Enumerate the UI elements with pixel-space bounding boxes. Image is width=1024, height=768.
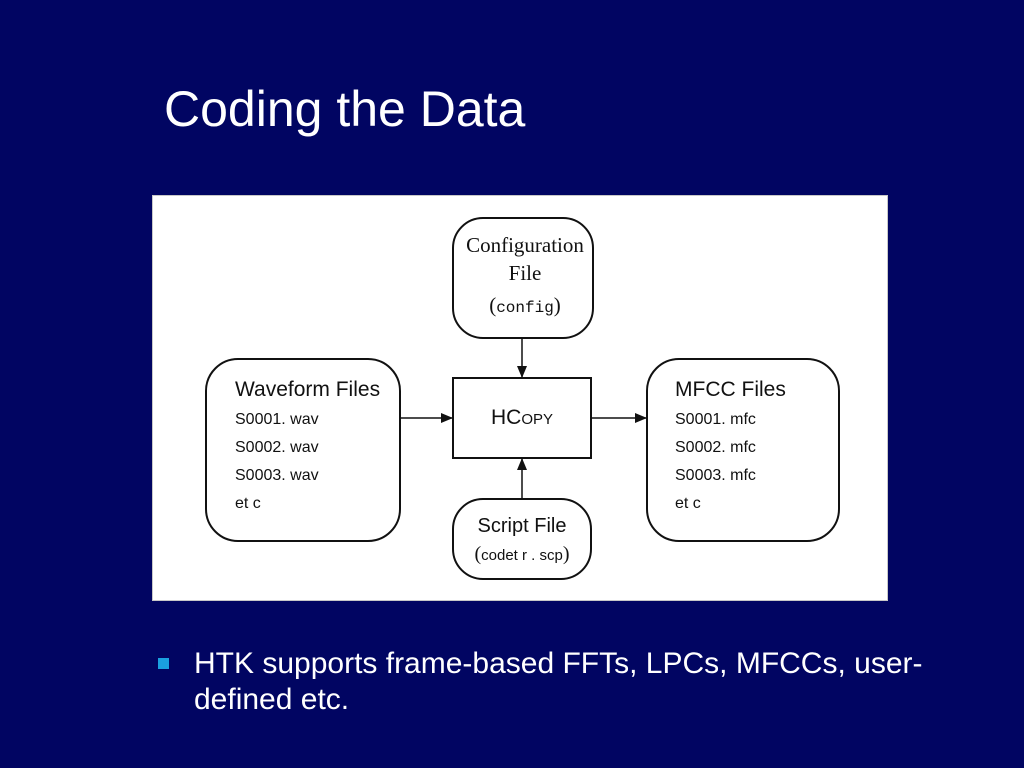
bullet-text: HTK supports frame-based FFTs, LPCs, MFC… bbox=[194, 647, 923, 716]
config-file-node: Configuration File (config) bbox=[452, 217, 594, 339]
mfcc-file-1: S0001. mfc bbox=[675, 411, 756, 428]
config-file-code-line: (config) bbox=[489, 293, 561, 317]
mfcc-file-2: S0002. mfc bbox=[675, 439, 756, 456]
waveform-file-3: S0003. wav bbox=[235, 467, 319, 484]
script-file-box bbox=[452, 498, 592, 580]
mfcc-files-etc: et c bbox=[675, 495, 701, 512]
script-paren-close: ) bbox=[563, 543, 570, 565]
waveform-files-etc: et c bbox=[235, 495, 261, 512]
hcopy-node: HCOPY bbox=[452, 377, 592, 459]
hcopy-box bbox=[452, 377, 592, 459]
config-file-code: config bbox=[496, 299, 554, 317]
waveform-files-box bbox=[205, 358, 401, 542]
script-paren-open: ( bbox=[474, 543, 481, 565]
hcopy-diagram: Configuration File (config) HCOPY Wavefo… bbox=[152, 195, 888, 601]
bullet-square-icon bbox=[158, 658, 169, 669]
script-file-code-line: (codet r . scp) bbox=[474, 543, 569, 565]
slide-title: Coding the Data bbox=[164, 81, 526, 137]
config-file-line1: Configuration bbox=[466, 233, 584, 257]
mfcc-files-node: MFCC Files S0001. mfc S0002. mfc S0003. … bbox=[646, 358, 840, 542]
waveform-files-title: Waveform Files bbox=[235, 378, 380, 401]
config-file-box bbox=[452, 217, 594, 339]
waveform-file-2: S0002. wav bbox=[235, 439, 319, 456]
script-file-code: codet r . scp bbox=[481, 547, 563, 564]
diagram-svg: Configuration File (config) HCOPY Wavefo… bbox=[205, 217, 840, 580]
waveform-files-node: Waveform Files S0001. wav S0002. wav S00… bbox=[205, 358, 401, 542]
mfcc-files-box bbox=[646, 358, 840, 542]
waveform-file-1: S0001. wav bbox=[235, 411, 319, 428]
hcopy-label-suffix: OPY bbox=[521, 411, 553, 428]
hcopy-label: HCOPY bbox=[491, 406, 553, 429]
config-paren-open: ( bbox=[489, 293, 496, 317]
hcopy-label-prefix: HC bbox=[491, 406, 521, 429]
config-file-line2: File bbox=[509, 261, 542, 285]
script-file-node: Script File (codet r . scp) bbox=[452, 498, 592, 580]
mfcc-files-title: MFCC Files bbox=[675, 378, 786, 401]
script-file-title: Script File bbox=[478, 515, 567, 537]
mfcc-file-3: S0003. mfc bbox=[675, 467, 756, 484]
config-paren-close: ) bbox=[554, 293, 561, 317]
